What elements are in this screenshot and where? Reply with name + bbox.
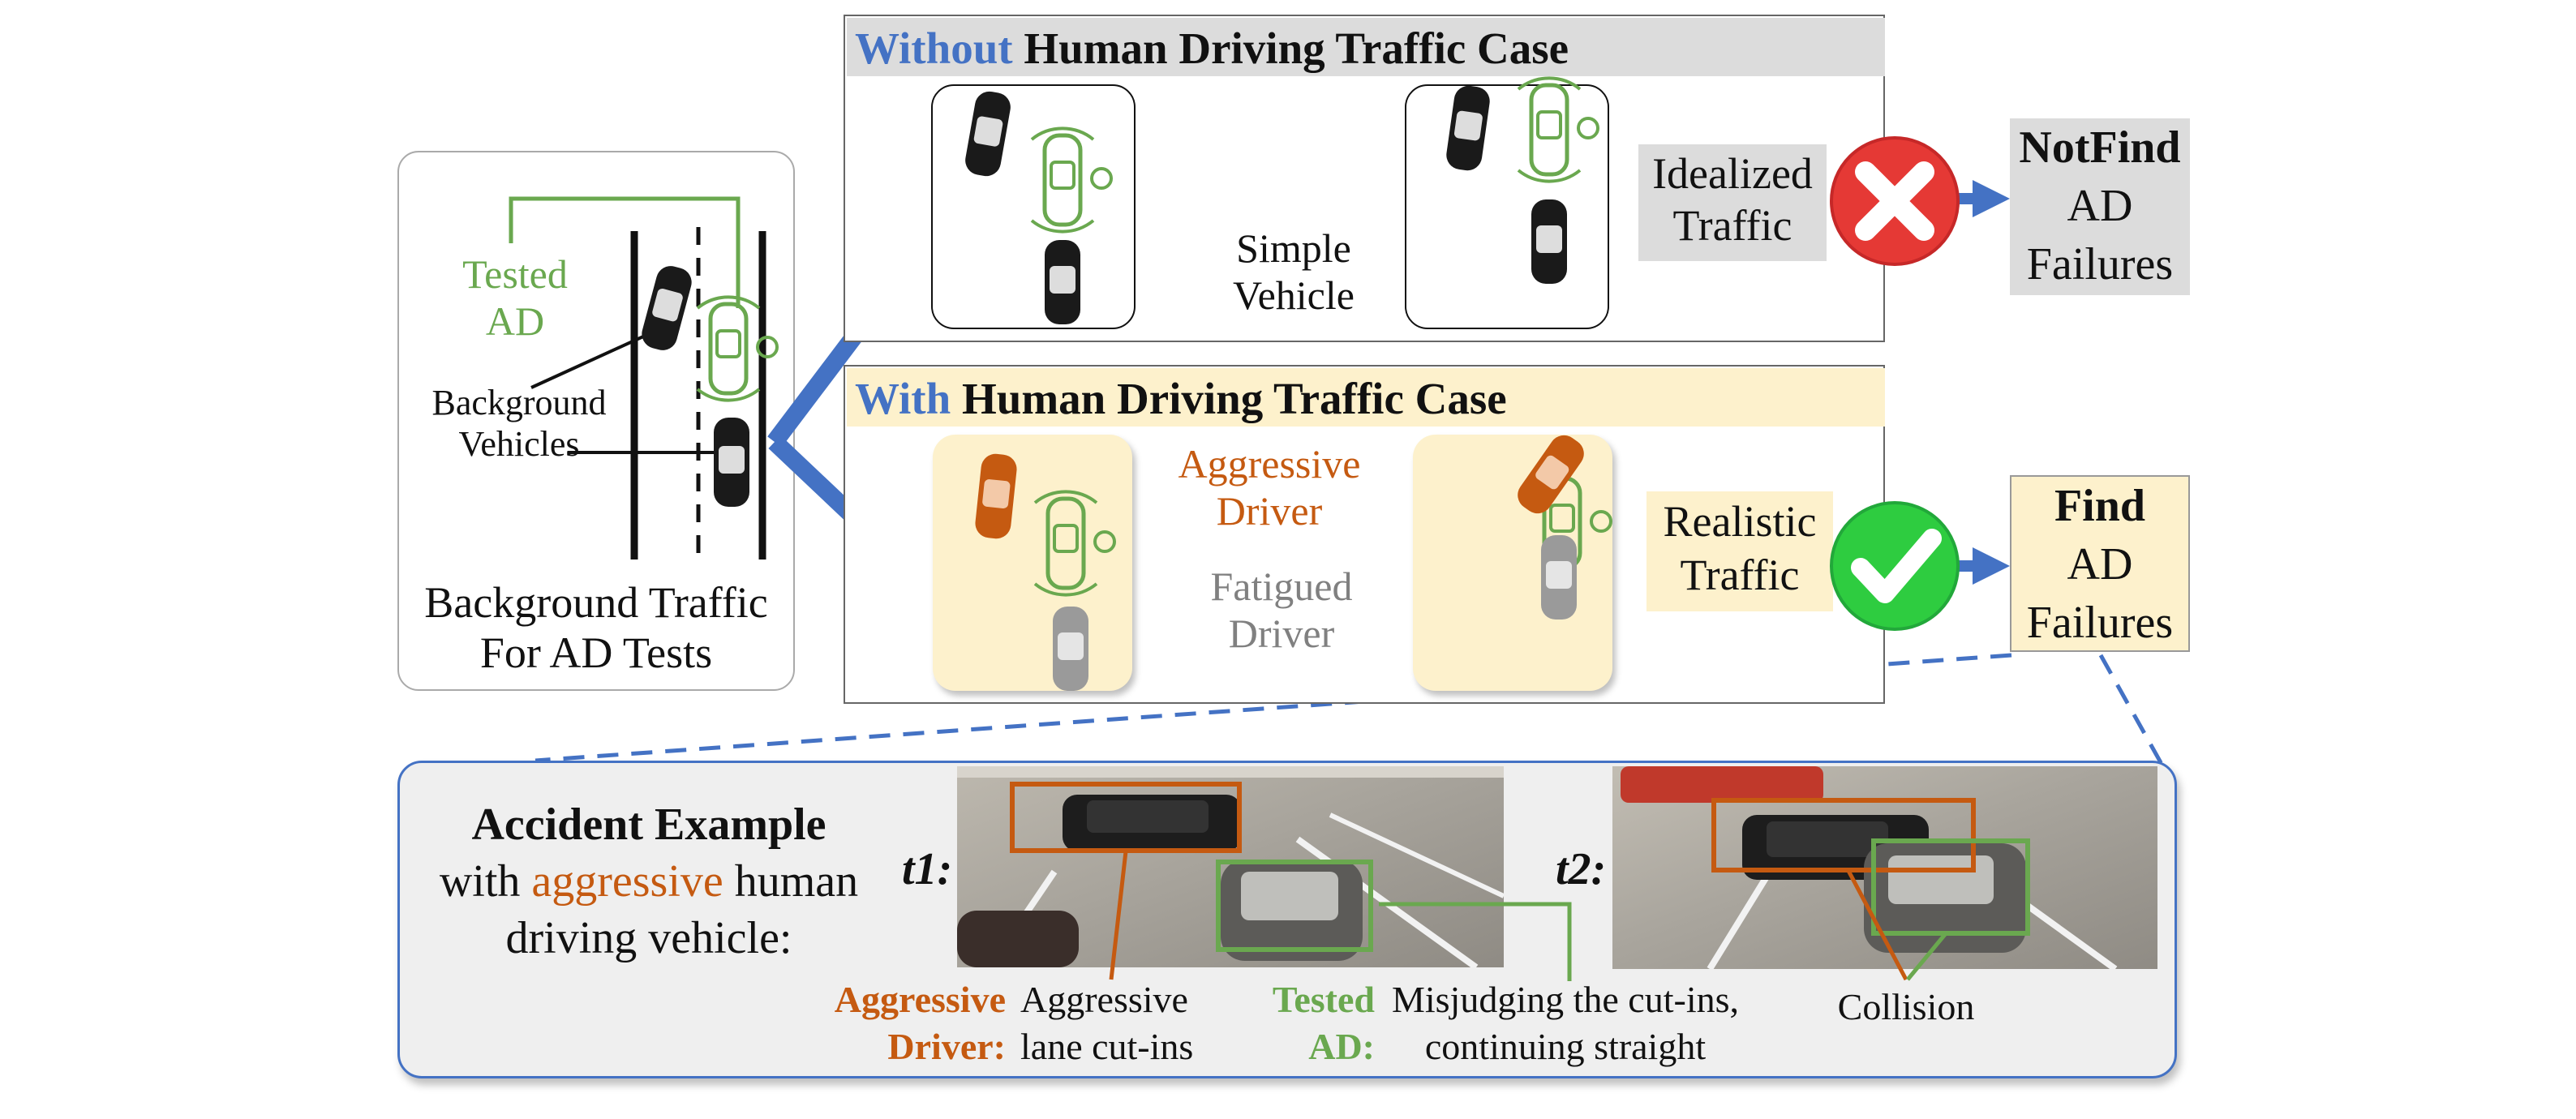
background-traffic-caption: Background Traffic For AD Tests <box>424 578 768 678</box>
t1-simulation-frame <box>957 766 1504 967</box>
t1-aggressive-highlight <box>1010 782 1242 853</box>
tested-ad-car <box>696 295 779 402</box>
with-case-header-bg <box>847 368 1885 427</box>
realistic-traffic-box: Realistic Traffic <box>1646 491 1833 611</box>
without-connector-head <box>1973 180 2010 217</box>
t2-tested-highlight <box>1871 838 2030 936</box>
with-case-title: With Human Driving Traffic Case <box>855 374 1507 423</box>
without-left-car-black-bottom <box>1045 240 1080 324</box>
without-scene-right <box>1405 84 1609 329</box>
with-right-car-gray <box>1541 535 1577 620</box>
with-scene-left <box>933 435 1132 691</box>
aggressive-driver-label: Aggressive Driver <box>1178 441 1361 534</box>
t2-red-truck <box>1621 766 1823 803</box>
without-right-tested-ad <box>1517 76 1599 183</box>
without-right-car-black-bottom <box>1531 199 1567 284</box>
t2-aggressive-highlight <box>1711 798 1976 872</box>
background-car-top <box>642 266 692 350</box>
without-case-header-bg <box>847 18 1885 76</box>
t1-label: t1: <box>902 844 953 894</box>
accident-example-title: Accident Example with aggressive human d… <box>439 800 859 963</box>
simple-vehicle-label: Simple Vehicle <box>1233 225 1355 318</box>
find-result-box: Find AD Failures <box>2010 475 2190 652</box>
without-left-car-black-top <box>965 91 1011 177</box>
without-left-tested-ad <box>1030 126 1113 234</box>
with-left-tested-ad <box>1033 490 1116 597</box>
t1-tested-vehicle <box>1221 860 1363 961</box>
tested-callout <box>1379 902 1572 981</box>
notfind-result-box: NotFind AD Failures <box>2010 118 2190 295</box>
with-right-car-orange <box>1518 435 1584 514</box>
idealized-traffic-box: Idealized Traffic <box>1638 144 1827 261</box>
t1-parked-car <box>957 911 1079 967</box>
aggressive-driver-desc: Aggressive lane cut-ins <box>1020 979 1194 1067</box>
zoom-line-right <box>2098 654 2172 780</box>
tested-ad-desc: Misjudging the cut-ins, continuing strai… <box>1391 979 1740 1067</box>
background-vehicles-label: Background Vehicles <box>431 383 607 464</box>
without-case-title: Without Human Driving Traffic Case <box>855 24 1569 73</box>
tested-ad-role: Tested AD: <box>1272 979 1375 1067</box>
with-left-car-gray <box>1053 607 1088 691</box>
tested-ad-pointer <box>509 196 741 308</box>
with-scene-right <box>1413 435 1612 691</box>
with-left-car-orange <box>975 453 1017 539</box>
without-right-car-black-top <box>1446 85 1490 171</box>
without-scene-left <box>931 84 1136 329</box>
with-connector-head <box>1973 547 2010 585</box>
collision-label: Collision <box>1837 986 1975 1027</box>
collision-callout-green <box>1906 931 1948 981</box>
collision-callout-orange <box>1845 868 1908 981</box>
tested-ad-label: Tested AD <box>462 251 568 344</box>
bg-vehicle-pointer-1 <box>530 327 662 389</box>
t1-tested-highlight <box>1216 860 1373 952</box>
aggressive-callout <box>1109 851 1128 980</box>
t2-simulation-frame <box>1612 766 2157 969</box>
t1-aggressive-vehicle <box>1063 795 1241 851</box>
fatigued-driver-label: Fatigued Driver <box>1210 564 1353 656</box>
aggressive-driver-role: Aggressive Driver: <box>834 979 1006 1067</box>
t2-label: t2: <box>1556 844 1607 894</box>
background-car-bottom <box>714 418 749 507</box>
